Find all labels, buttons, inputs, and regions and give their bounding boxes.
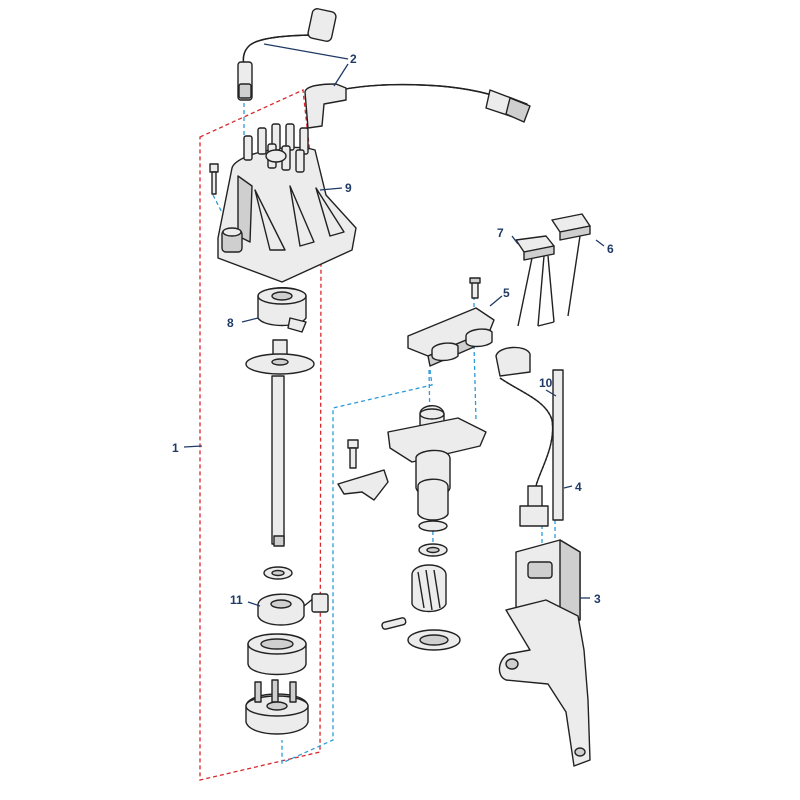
distributor-body (337, 405, 487, 651)
callout-9: 9 (345, 181, 352, 195)
leader-lines (183, 43, 605, 607)
module-group-outline (281, 369, 433, 765)
distributor-housing (245, 633, 309, 735)
rotor (257, 287, 307, 333)
callout-8: 8 (227, 316, 234, 330)
callout-11: 11 (230, 593, 243, 607)
distributor-shaft (245, 339, 315, 547)
callout-2: 2 (350, 52, 357, 66)
callout-5: 5 (503, 286, 510, 300)
ignition-coil-bracket (498, 539, 591, 767)
callout-1: 1 (172, 441, 179, 455)
callout-10: 10 (539, 376, 553, 390)
ignition-module (407, 277, 495, 367)
distributor-assembly-outline (199, 89, 322, 781)
jumper-connectors (515, 213, 591, 327)
callout-4: 4 (575, 480, 582, 494)
pickup-coil-assembly (257, 566, 329, 626)
callout-3: 3 (594, 592, 601, 606)
callout-7: 7 (497, 226, 504, 240)
wiring-harness (495, 346, 554, 527)
callout-6: 6 (607, 242, 614, 256)
spark-plug-wire-set (237, 8, 531, 129)
ground-strap (552, 369, 564, 521)
distributor-cap (209, 123, 357, 283)
